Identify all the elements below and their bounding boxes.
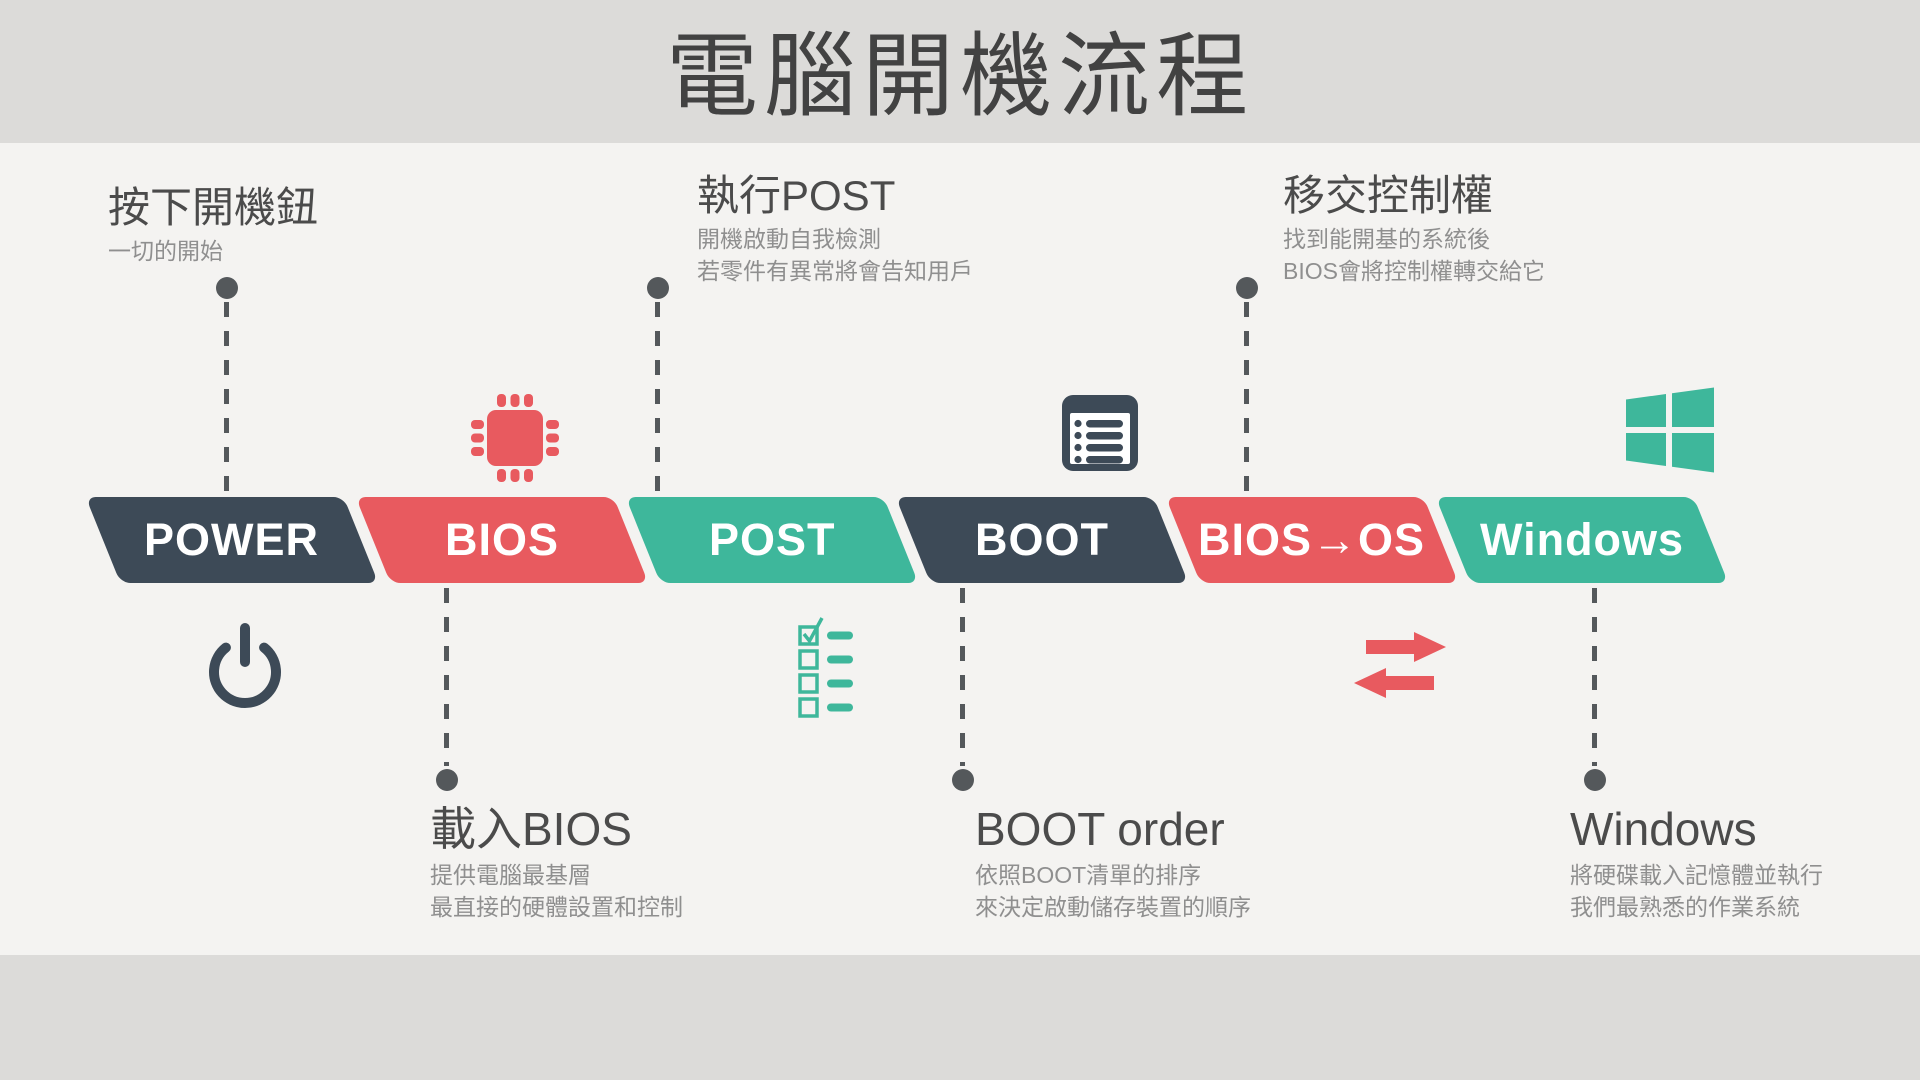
page-title: 電腦開機流程 bbox=[665, 26, 1254, 128]
connector-dot-handoff bbox=[1236, 277, 1258, 299]
banner-post: POST bbox=[625, 497, 919, 583]
connector-line-post bbox=[655, 302, 660, 497]
connector-dot-power bbox=[216, 277, 238, 299]
annotation-power-line: 一切的開始 bbox=[108, 238, 223, 264]
title-band: 電腦開機流程 bbox=[0, 0, 1920, 143]
banner-post-label: POST bbox=[708, 514, 836, 565]
cpu-chip-icon bbox=[471, 394, 559, 482]
power-icon bbox=[209, 623, 281, 709]
connector-line-windows bbox=[1592, 588, 1597, 766]
annotation-handoff: 移交控制權 找到能開基的系統後 BIOS會將控制權轉交給它 bbox=[1283, 170, 1545, 286]
annotation-post-title: 執行POST bbox=[697, 172, 896, 219]
connector-dot-boot bbox=[952, 769, 974, 791]
connector-dot-windows bbox=[1584, 769, 1606, 791]
banner-bios-to-os-label: BIOS→OS bbox=[1198, 514, 1426, 565]
annotation-bios-line-2: 最直接的硬體設置和控制 bbox=[430, 894, 683, 920]
annotation-windows-title: Windows bbox=[1570, 803, 1757, 855]
annotation-bios-line-1: 提供電腦最基層 bbox=[430, 862, 591, 888]
connector-line-bios bbox=[444, 588, 449, 766]
annotation-post-line-2: 若零件有異常將會告知用戶 bbox=[697, 258, 973, 284]
connector-dot-bios bbox=[436, 769, 458, 791]
annotation-power: 按下開機鈕 一切的開始 bbox=[108, 182, 318, 266]
annotation-handoff-line-1: 找到能開基的系統後 bbox=[1283, 226, 1490, 252]
connector-line-boot bbox=[960, 588, 965, 766]
annotation-boot: BOOT order 依照BOOT清單的排序 來決定啟動儲存裝置的順序 bbox=[975, 800, 1251, 922]
annotation-boot-title: BOOT order bbox=[975, 803, 1225, 855]
annotation-handoff-title: 移交控制權 bbox=[1283, 172, 1494, 219]
bottom-band bbox=[0, 955, 1920, 1080]
annotation-post: 執行POST 開機啟動自我檢測 若零件有異常將會告知用戶 bbox=[697, 170, 973, 286]
banner-boot: BOOT bbox=[895, 497, 1189, 583]
banner-windows: Windows bbox=[1435, 497, 1729, 583]
banner-bios-label: BIOS bbox=[444, 514, 560, 565]
annotation-boot-line-1: 依照BOOT清單的排序 bbox=[975, 862, 1202, 888]
windows-logo-icon bbox=[1626, 387, 1714, 473]
connector-line-handoff bbox=[1244, 302, 1249, 497]
checklist-icon bbox=[798, 617, 853, 718]
annotation-bios: 載入BIOS 提供電腦最基層 最直接的硬體設置和控制 bbox=[430, 800, 683, 922]
connector-line-power bbox=[224, 302, 229, 497]
banner-power: POWER bbox=[85, 497, 379, 583]
transfer-arrows-icon bbox=[1354, 632, 1446, 698]
annotation-windows: Windows 將硬碟載入記憶體並執行 我們最熟悉的作業系統 bbox=[1570, 800, 1823, 922]
annotation-windows-line-1: 將硬碟載入記憶體並執行 bbox=[1570, 862, 1823, 888]
banner-power-label: POWER bbox=[144, 514, 320, 565]
connector-dot-post bbox=[647, 277, 669, 299]
annotation-bios-title: 載入BIOS bbox=[430, 803, 632, 855]
banner-windows-label: Windows bbox=[1479, 514, 1685, 565]
annotation-power-title: 按下開機鈕 bbox=[108, 184, 319, 231]
list-icon bbox=[1062, 395, 1138, 471]
banner-bios: BIOS bbox=[355, 497, 649, 583]
annotation-post-line-1: 開機啟動自我檢測 bbox=[697, 226, 881, 252]
banner-boot-label: BOOT bbox=[975, 514, 1109, 565]
annotation-windows-line-2: 我們最熟悉的作業系統 bbox=[1570, 894, 1800, 920]
annotation-handoff-line-2: BIOS會將控制權轉交給它 bbox=[1283, 258, 1545, 284]
banner-bios-to-os: BIOS→OS bbox=[1165, 497, 1459, 583]
annotation-boot-line-2: 來決定啟動儲存裝置的順序 bbox=[975, 894, 1251, 920]
